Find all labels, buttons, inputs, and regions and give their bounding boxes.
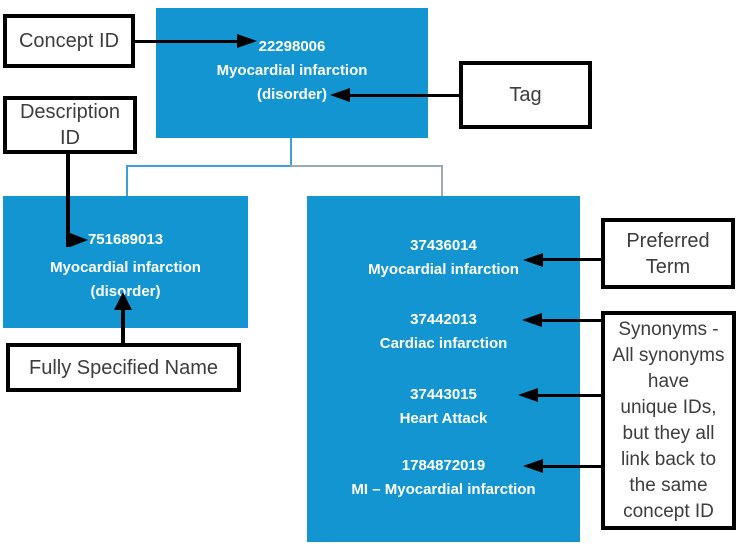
concept-id-label: Concept ID xyxy=(3,14,135,68)
fsn-arrowhead-icon xyxy=(114,292,132,310)
synonym-arrowhead-icon xyxy=(523,459,543,473)
preferred-term-label: Preferred Term xyxy=(601,218,735,289)
description-id-value: 37442013 xyxy=(410,311,477,328)
fsn-id-value: 751689013 xyxy=(87,231,164,248)
concept-box: 22298006 Myocardial infarction (disorder… xyxy=(156,8,428,138)
description-term: Myocardial infarction xyxy=(368,261,519,278)
synonym-arrow xyxy=(543,465,601,468)
preferred-term-arrow xyxy=(543,258,601,261)
preferred-term-arrowhead-icon xyxy=(523,253,543,267)
tag-arrowhead-icon xyxy=(330,88,350,102)
concept-term: Myocardial infarction xyxy=(216,62,368,79)
description-term: Heart Attack xyxy=(399,410,488,427)
synonym-arrow xyxy=(538,394,601,397)
fsn-semantic-tag: (disorder) xyxy=(90,283,161,300)
description-term: Cardiac infarction xyxy=(379,335,508,352)
fsn-term: Myocardial infarction xyxy=(50,259,201,276)
fully-specified-name-label: Fully Specified Name xyxy=(6,343,241,392)
connector-line xyxy=(441,166,443,196)
description-row: 1784872019 MI – Myocardial infarction xyxy=(307,454,580,502)
description-term: MI – Myocardial infarction xyxy=(351,481,536,498)
fsn-arrow xyxy=(121,310,125,343)
synonym-arrow xyxy=(542,319,601,322)
connector-line xyxy=(126,165,292,167)
description-id-value: 37436014 xyxy=(410,237,477,254)
connector-line xyxy=(290,165,443,167)
connector-line xyxy=(126,166,128,196)
description-id-value: 37443015 xyxy=(410,386,477,403)
synonyms-label: Synonyms - All synonyms have unique IDs,… xyxy=(601,311,736,530)
concept-id-value: 22298006 xyxy=(258,38,326,55)
synonym-arrowhead-icon xyxy=(518,388,538,402)
description-id-arrowhead-icon xyxy=(70,233,88,247)
description-id-arrow xyxy=(66,154,70,247)
tag-arrow xyxy=(350,94,459,97)
connector-line xyxy=(290,138,292,166)
synonym-descriptions-box: 37436014 Myocardial infarction 37442013 … xyxy=(307,196,580,542)
tag-label: Tag xyxy=(459,61,592,129)
concept-id-arrow xyxy=(135,40,238,43)
description-row: 37442013 Cardiac infarction xyxy=(307,308,580,356)
concept-id-arrowhead-icon xyxy=(237,34,257,48)
description-id-label: Description ID xyxy=(3,96,137,154)
description-row: 37443015 Heart Attack xyxy=(307,383,580,431)
description-row: 37436014 Myocardial infarction xyxy=(307,234,580,282)
description-id-value: 1784872019 xyxy=(401,457,486,474)
synonym-arrowhead-icon xyxy=(522,313,542,327)
concept-semantic-tag: (disorder) xyxy=(256,86,327,103)
